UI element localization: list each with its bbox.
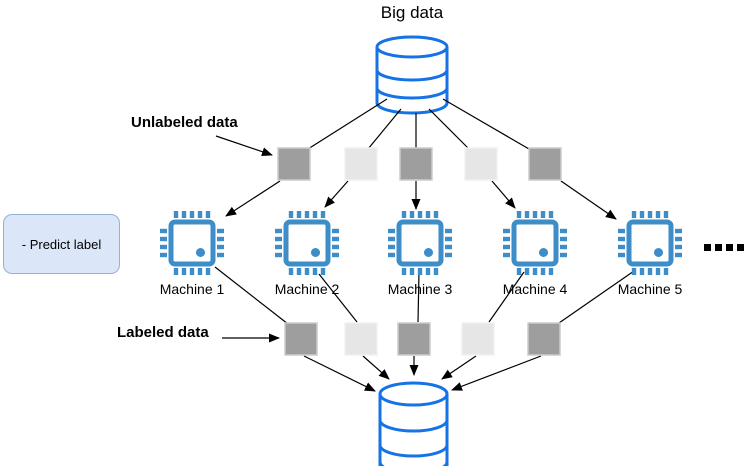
labeled-data-block <box>527 322 561 356</box>
labeled-data-annotation: Labeled data <box>117 324 209 341</box>
machine-label-1: Machine 1 <box>159 281 225 297</box>
connector-arrow <box>362 355 390 380</box>
connector-line <box>307 98 388 150</box>
connector-arrow <box>451 355 542 391</box>
more-machines-ellipsis <box>704 244 744 251</box>
connector-line <box>558 270 635 324</box>
distribution-lines <box>214 98 635 325</box>
connector-arrow <box>225 180 281 217</box>
unlabeled-data-block <box>344 147 378 181</box>
ellipsis-dot <box>715 244 722 251</box>
machine-label-3: Machine 3 <box>387 281 453 297</box>
labeled-data-block <box>344 322 378 356</box>
ellipsis-dot <box>726 244 733 251</box>
connector-line <box>442 98 530 150</box>
connector-arrow <box>560 180 617 220</box>
machine-label-2: Machine 2 <box>274 281 340 297</box>
result-database-icon <box>378 381 449 466</box>
labeled-data-blocks <box>284 322 561 356</box>
unlabeled-data-block <box>528 147 562 181</box>
diagram-title: Big data <box>380 3 444 22</box>
machine-chip-icon <box>503 211 567 275</box>
machine-chip-icon <box>618 211 682 275</box>
unlabeled-data-block <box>277 147 311 181</box>
ellipsis-dot <box>704 244 711 251</box>
connector-arrow <box>441 355 477 380</box>
ellipsis-dot <box>737 244 744 251</box>
labeled-data-block <box>461 322 495 356</box>
unlabeled-data-blocks <box>277 147 562 181</box>
connector-line <box>318 273 358 323</box>
labeled-data-block <box>397 322 431 356</box>
flow-arrows <box>215 135 617 392</box>
unlabeled-data-block <box>399 147 433 181</box>
predict-label-box: - Predict label <box>3 214 120 274</box>
connector-line <box>214 266 289 325</box>
unlabeled-data-annotation: Unlabeled data <box>131 114 238 131</box>
connector-arrow <box>215 135 273 157</box>
machine-label-5: Machine 5 <box>617 281 683 297</box>
labeled-data-block <box>284 322 318 356</box>
connector-arrow <box>324 180 349 208</box>
machine-chip-icon <box>160 211 224 275</box>
source-database-icon <box>375 35 449 115</box>
connector-line <box>367 108 402 150</box>
connector-line <box>488 271 525 323</box>
connector-arrow <box>491 180 516 209</box>
connector-line <box>428 108 470 150</box>
machine-chips <box>160 211 682 275</box>
machine-chip-icon <box>275 211 339 275</box>
machine-chip-icon <box>388 211 452 275</box>
predict-label-text: - Predict label <box>21 236 102 252</box>
connector-line <box>417 271 420 323</box>
connector-arrow <box>303 355 376 392</box>
machine-label-4: Machine 4 <box>502 281 568 297</box>
unlabeled-data-block <box>464 147 498 181</box>
